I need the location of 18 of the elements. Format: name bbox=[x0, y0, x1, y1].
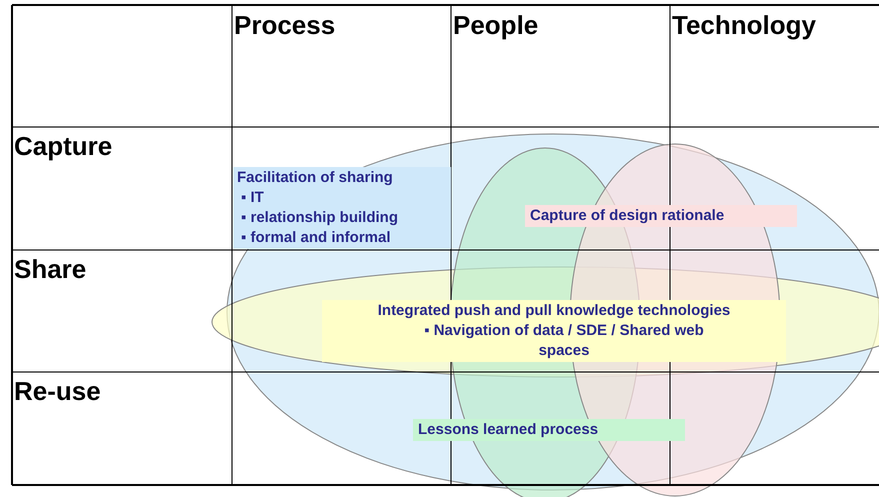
row-header: Share bbox=[14, 256, 86, 282]
text-box bbox=[413, 419, 685, 441]
text-box bbox=[233, 167, 451, 249]
row-header: Capture bbox=[14, 133, 112, 159]
column-header: People bbox=[453, 12, 538, 38]
box-heading: Facilitation of sharing bbox=[237, 168, 394, 188]
row-header: Re-use bbox=[14, 378, 101, 404]
bullet-item: ▪ relationship building bbox=[241, 208, 399, 228]
column-header: Technology bbox=[672, 12, 816, 38]
text-box bbox=[525, 205, 797, 227]
box-heading: Capture of design rationale bbox=[530, 206, 726, 226]
box-heading: Integrated push and pull knowledge technologies bbox=[376, 301, 732, 321]
box-heading: Lessons learned process bbox=[418, 420, 600, 440]
bullet-item: ▪ formal and informal bbox=[241, 228, 392, 248]
text-box bbox=[322, 300, 786, 362]
column-header: Process bbox=[234, 12, 336, 38]
bullet-item: ▪ IT bbox=[241, 188, 265, 208]
bullet-item: ▪ Navigation of data / SDE / Shared web spaces bbox=[423, 321, 705, 361]
